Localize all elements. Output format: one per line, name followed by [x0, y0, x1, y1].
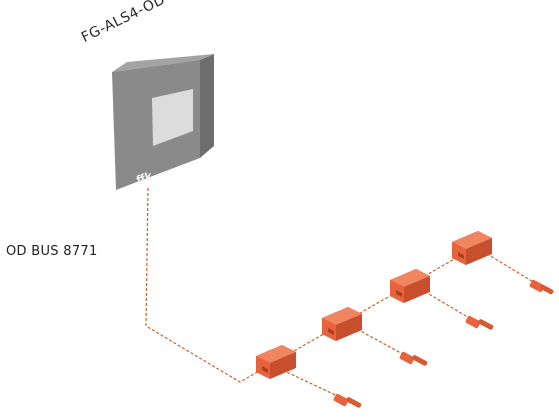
bus-label: OD BUS 8771 [6, 244, 98, 259]
sensor-leads [277, 245, 541, 401]
device-logo: ffk [135, 169, 155, 187]
sensor-probe-4 [529, 279, 554, 295]
sensor-probe-1 [333, 393, 362, 408]
sensor-node-3 [390, 269, 430, 303]
sensor-node-4 [452, 231, 492, 265]
sensor-node-2 [322, 307, 362, 341]
sensor-probe-2 [399, 351, 428, 366]
sensor-probe-3 [465, 315, 494, 330]
device-display [152, 89, 193, 146]
sensor-node-1 [256, 345, 296, 379]
controller-device: ffk [112, 54, 214, 190]
